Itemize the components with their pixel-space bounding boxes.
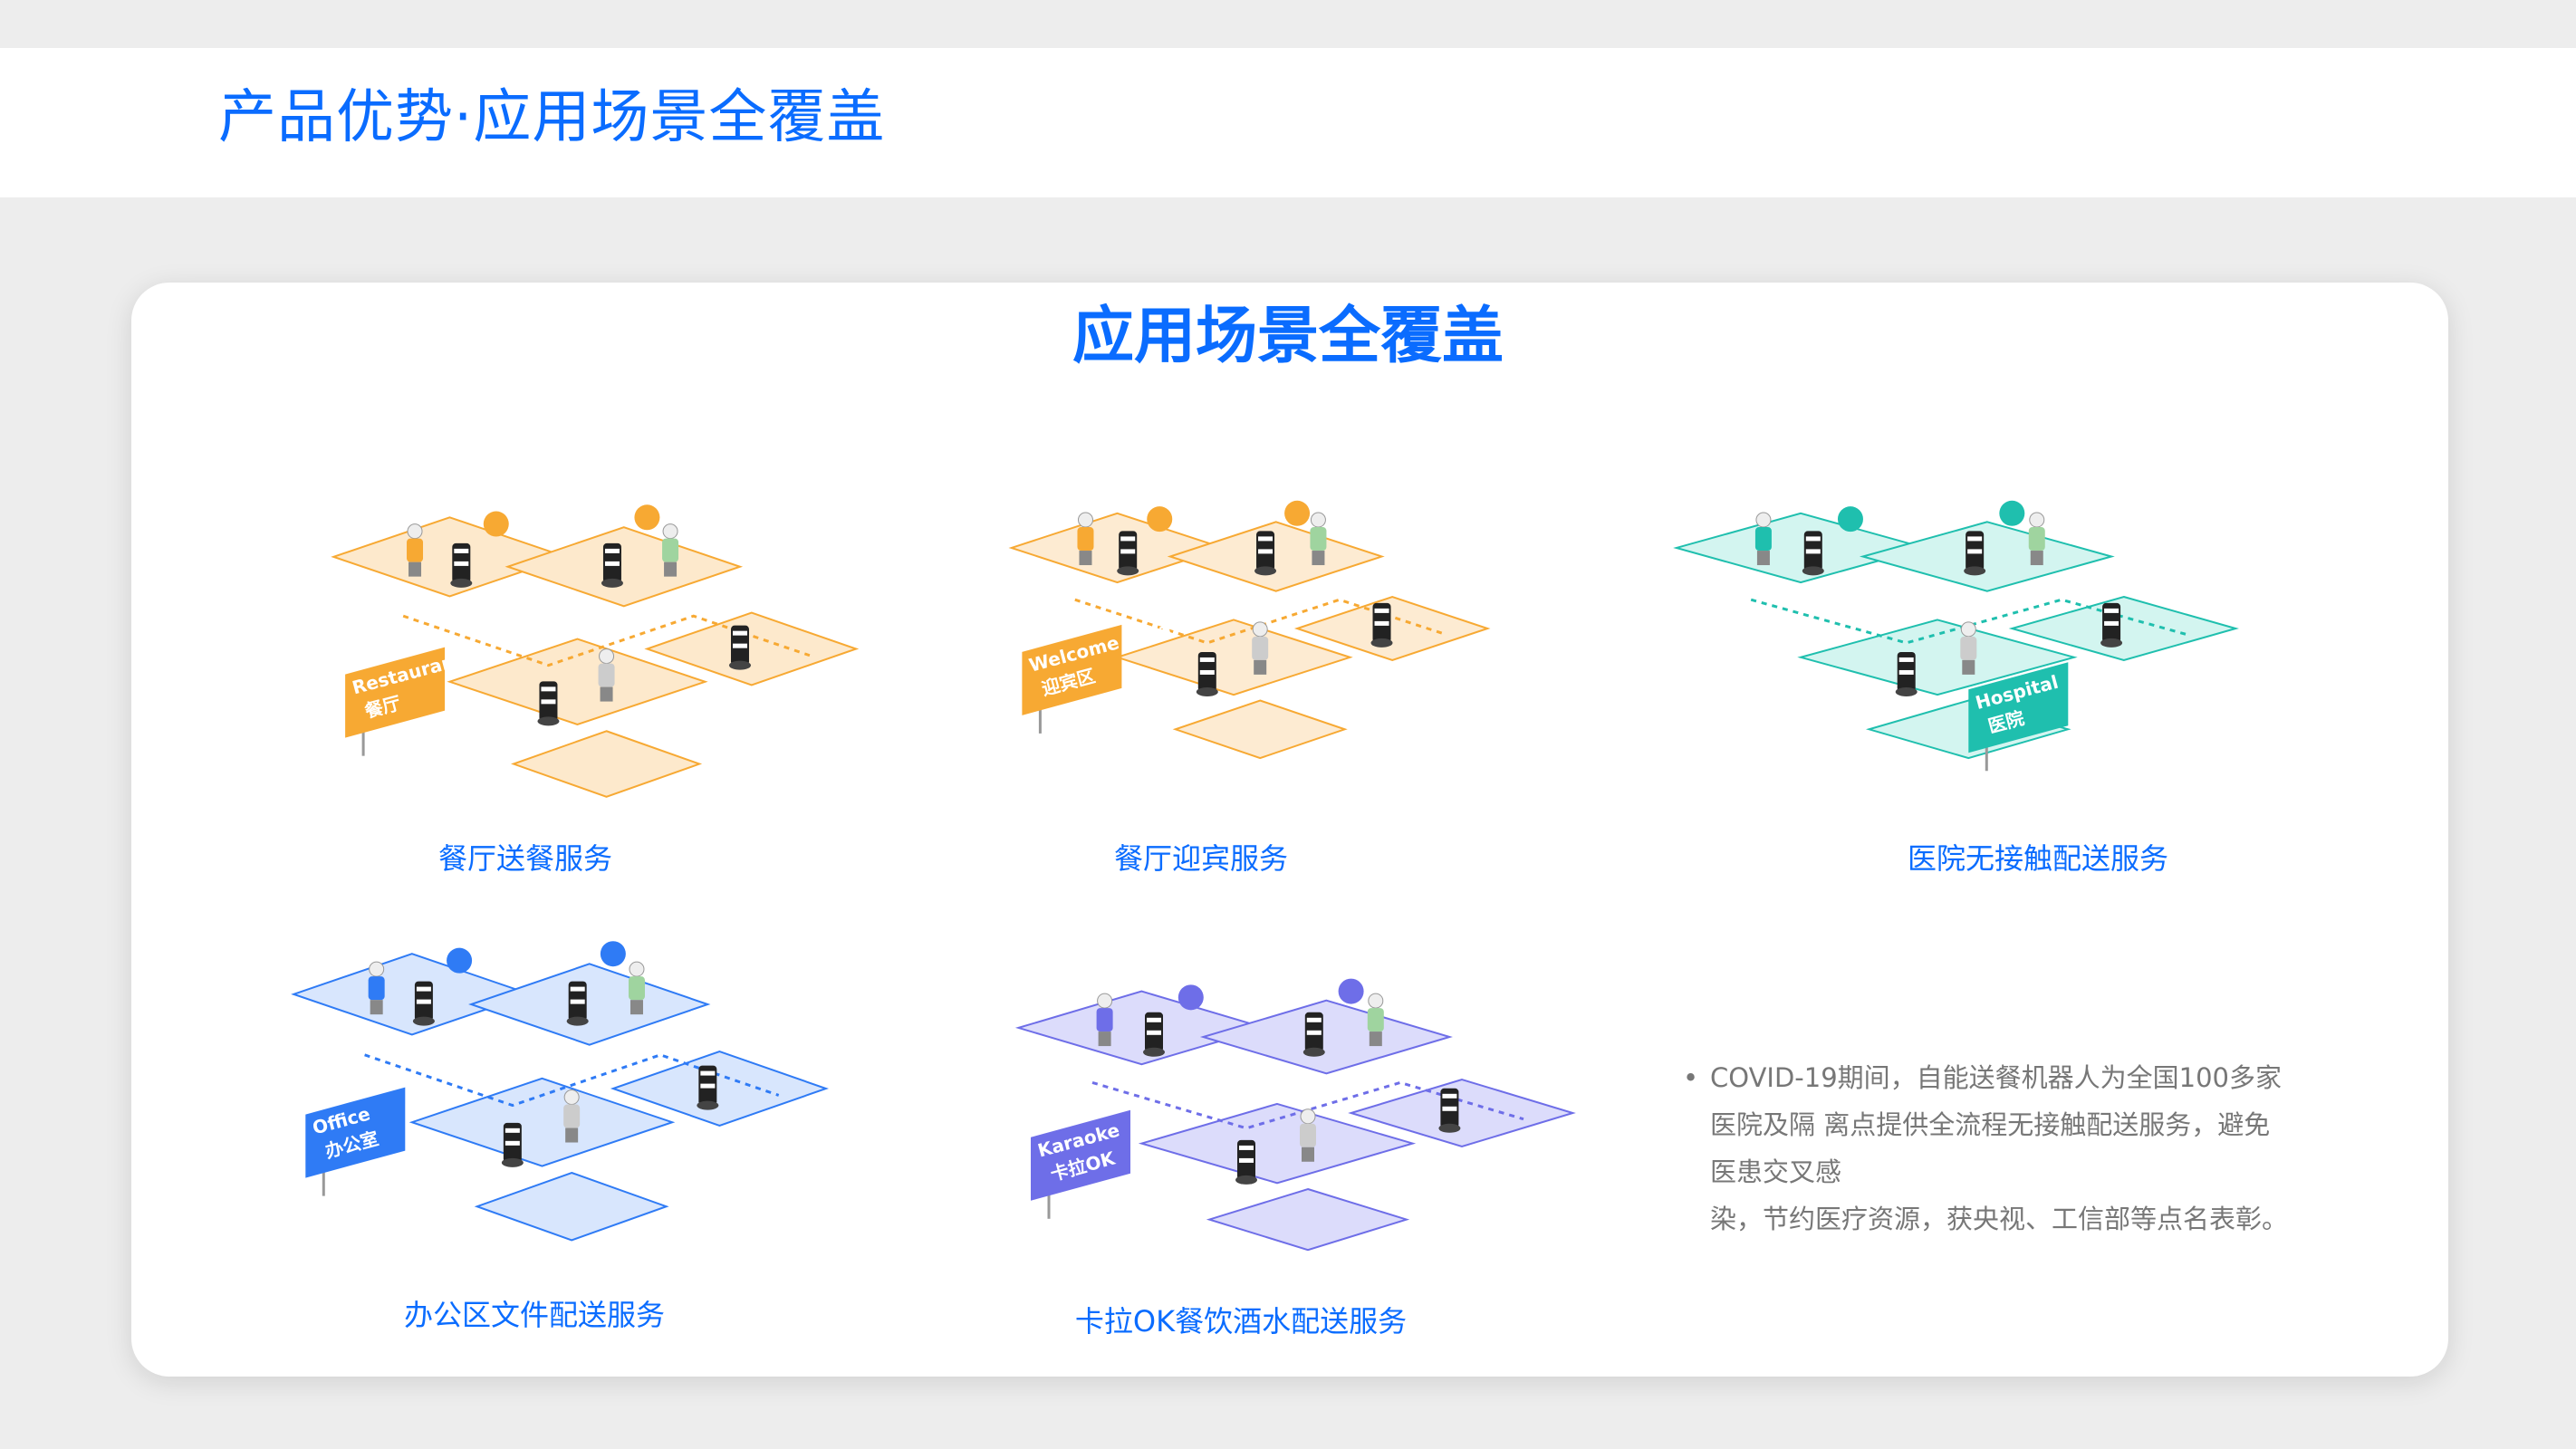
person-icon: [563, 1089, 581, 1143]
bullet-line: COVID-19期间，自能送餐机器人为全国100多家: [1710, 1062, 2283, 1093]
header-bar: [0, 48, 2576, 197]
floor-tile: [644, 611, 860, 686]
floor-tile: [1206, 1187, 1410, 1252]
person-icon: [1367, 993, 1384, 1047]
floor-tile: [291, 953, 533, 1036]
scene-label-restaurant-delivery: 餐厅送餐服务: [437, 841, 613, 876]
robot-icon: [1302, 1012, 1325, 1057]
robot-icon: [697, 1065, 719, 1110]
floor-tile: [468, 963, 711, 1046]
floor-tile: [1859, 521, 2115, 592]
scene-label-welcome: 餐厅迎宾服务: [1113, 841, 1289, 876]
robot-icon: [1235, 1139, 1257, 1185]
robot-icon: [412, 981, 435, 1026]
scene-label-hospital: 医院无接触配送服务: [1907, 841, 2169, 876]
floor-tile: [1797, 619, 2078, 696]
floor-tile: [474, 1171, 669, 1242]
floor-tile: [447, 638, 708, 726]
floor-tile: [1172, 699, 1348, 760]
floor-tile: [1014, 990, 1268, 1066]
floor-tile: [409, 1077, 676, 1167]
floor-tile: [1167, 521, 1385, 592]
robot-icon: [1895, 651, 1918, 696]
floor-tile: [1199, 999, 1453, 1075]
bullet-line: 染，节约医疗资源，获央视、工信部等点名表彰。: [1710, 1204, 2289, 1234]
robot-icon: [1117, 531, 1139, 576]
floor-tile: [1348, 1078, 1576, 1148]
robot-icon: [1143, 1012, 1165, 1057]
covid-bullet-text: • COVID-19期间，自能送餐机器人为全国100多家 医院及隔 离点提供全流…: [1683, 1054, 2317, 1243]
person-icon: [1960, 621, 1977, 675]
floor-tile: [1138, 1102, 1417, 1185]
person-icon: [2028, 512, 2045, 566]
floor-tile: [1293, 595, 1491, 662]
robot-icon: [537, 681, 560, 726]
person-icon: [598, 648, 615, 702]
robot-icon: [601, 542, 623, 588]
floor-tile: [505, 526, 744, 608]
bullet-line: 医院及隔 离点提供全流程无接触配送服务，避免: [1710, 1109, 2271, 1140]
scene-label-karaoke: 卡拉OK餐饮酒水配送服务: [1074, 1304, 1408, 1339]
robot-icon: [728, 625, 751, 670]
person-icon: [1077, 512, 1094, 566]
robot-icon: [1370, 602, 1393, 648]
robot-icon: [450, 542, 473, 588]
robot-icon: [501, 1122, 524, 1167]
person-icon: [1252, 621, 1269, 675]
floor-tile: [1673, 512, 1929, 584]
floor-tile: [610, 1051, 829, 1127]
floor-tile: [1114, 619, 1353, 696]
floor-tile: [2008, 595, 2239, 662]
person-icon: [1096, 993, 1113, 1047]
floor-tile: [510, 730, 703, 798]
robot-icon: [1254, 531, 1277, 576]
card-title: 应用场景全覆盖: [1072, 301, 1504, 372]
person-icon: [1310, 512, 1327, 566]
robot-icon: [1802, 531, 1824, 576]
person-icon: [407, 523, 424, 577]
person-icon: [662, 523, 679, 577]
person-icon: [1300, 1108, 1316, 1162]
robot-icon: [1964, 531, 1986, 576]
person-icon: [368, 961, 385, 1015]
scene-label-office: 办公区文件配送服务: [403, 1298, 666, 1332]
page-title: 产品优势·应用场景全覆盖: [218, 84, 886, 151]
floor-tile: [331, 516, 569, 598]
floor-tile: [1008, 512, 1226, 584]
bullet-dot-icon: •: [1683, 1062, 1699, 1093]
person-icon: [628, 961, 645, 1015]
robot-icon: [566, 981, 589, 1026]
bullet-line: 医患交叉感: [1710, 1156, 1842, 1187]
robot-icon: [1438, 1088, 1461, 1133]
robot-icon: [1196, 651, 1218, 696]
person-icon: [1754, 512, 1772, 566]
robot-icon: [2100, 602, 2123, 648]
